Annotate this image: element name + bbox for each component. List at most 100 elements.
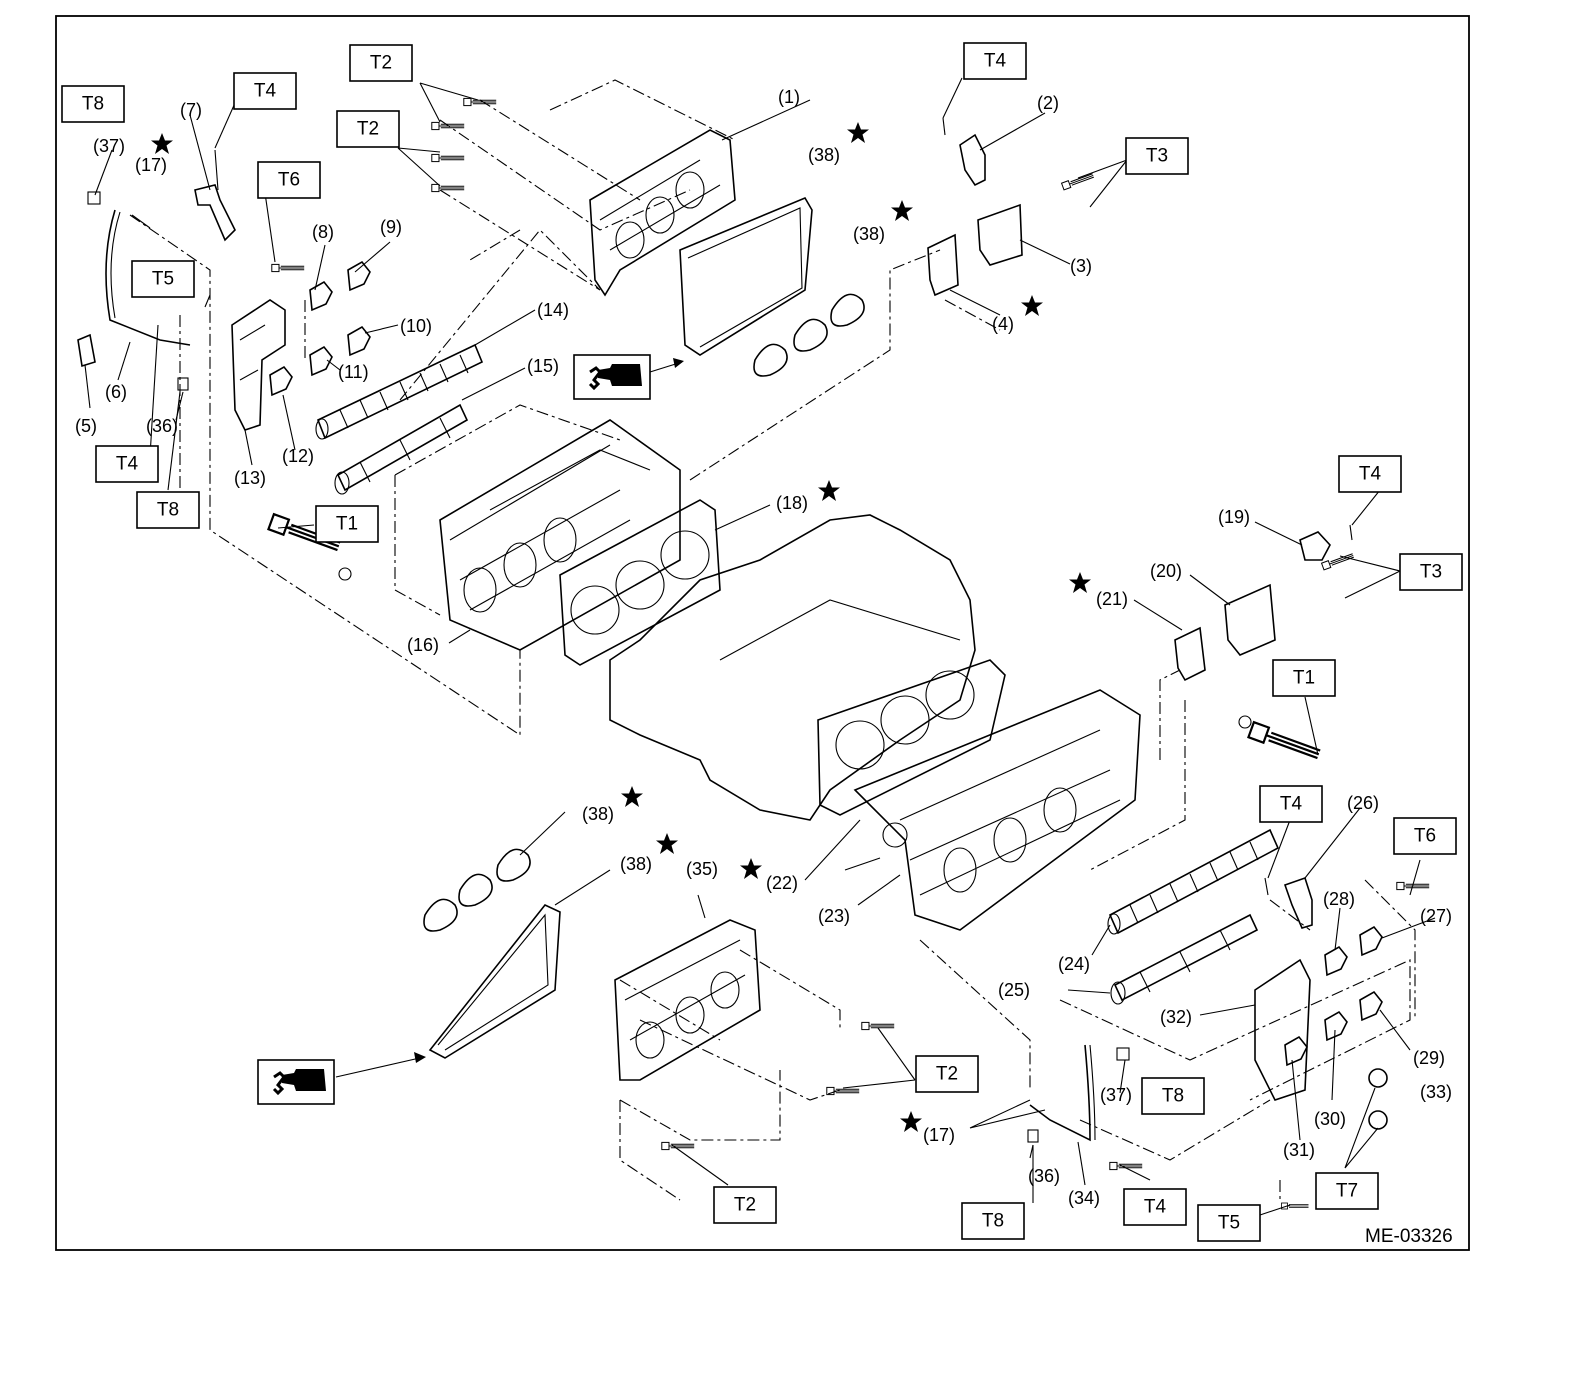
svg-text:T8: T8 xyxy=(982,1211,1004,1232)
svg-text:T3: T3 xyxy=(1146,146,1168,167)
leader-lines xyxy=(84,77,1436,1216)
torque-box-T5: T5 xyxy=(1197,1204,1261,1242)
callout-22: (22) xyxy=(766,873,798,893)
figure-code: ME-03326 xyxy=(1365,1226,1453,1247)
callout-16: (16) xyxy=(407,635,439,655)
svg-text:T6: T6 xyxy=(1414,826,1436,847)
callout-29: (29) xyxy=(1413,1048,1445,1068)
callout-21: (21) xyxy=(1096,589,1128,609)
callout-2: (2) xyxy=(1037,93,1059,113)
torque-box-T1: T1 xyxy=(1272,659,1336,697)
callout-15: (15) xyxy=(527,356,559,376)
oil-flow-control-solenoid-upper xyxy=(927,133,1023,297)
torque-box-T8: T8 xyxy=(961,1202,1025,1240)
camshaft-intake-rh xyxy=(1107,828,1280,935)
torque-box-T7: T7 xyxy=(1315,1172,1379,1210)
torque-box-T3: T3 xyxy=(1399,553,1463,591)
callout-26: (26) xyxy=(1347,793,1379,813)
oil-pipe-rh xyxy=(1029,1044,1096,1142)
torque-box-T2: T2 xyxy=(915,1055,979,1093)
svg-text:T4: T4 xyxy=(1280,794,1303,815)
sealant-arrows xyxy=(335,358,684,1078)
sealant-tube-icon xyxy=(573,354,651,400)
torque-box-T4: T4 xyxy=(95,445,159,483)
callout-23: (23) xyxy=(818,906,850,926)
torque-label-boxes: T1 T1 T2 T2 T2 T2 T3 T3 T4 T4 T4 T4 T4 T… xyxy=(61,42,1463,1242)
callout-30: (30) xyxy=(1314,1109,1346,1129)
cam-cap-lh xyxy=(231,299,286,431)
cylinder-block xyxy=(609,514,976,821)
svg-text:T4: T4 xyxy=(1359,464,1382,485)
svg-text:T5: T5 xyxy=(1218,1213,1240,1234)
cam-caps-lh xyxy=(269,260,371,397)
svg-text:T8: T8 xyxy=(157,500,179,521)
plugs-33 xyxy=(1368,1068,1388,1130)
callout-24: (24) xyxy=(1058,954,1090,974)
diagram-frame xyxy=(55,15,1470,1251)
callout-8: (8) xyxy=(312,222,334,242)
torque-box-T8: T8 xyxy=(136,491,200,529)
svg-text:T6: T6 xyxy=(278,170,300,191)
sealant-tube-icon xyxy=(257,1059,335,1105)
svg-text:T5: T5 xyxy=(152,269,174,290)
torque-box-T4: T4 xyxy=(1123,1188,1187,1226)
svg-text:T4: T4 xyxy=(254,81,277,102)
callout-13: (13) xyxy=(234,468,266,488)
callout-27: (27) xyxy=(1420,906,1452,926)
rocker-cover-gasket-lh xyxy=(428,904,561,1059)
oil-pipe-lh xyxy=(77,209,191,368)
oil-flow-control-solenoid-rh-lower xyxy=(1283,876,1313,929)
torque-box-T6: T6 xyxy=(257,161,321,199)
callout-36-b: (36) xyxy=(1028,1166,1060,1186)
svg-text:T1: T1 xyxy=(1293,668,1315,689)
svg-text:T8: T8 xyxy=(1162,1086,1184,1107)
head-gasket-lh xyxy=(559,499,721,666)
rocker-cover-gasket-rh xyxy=(679,196,813,356)
part-callouts: (1) (2) (3) (4) (5) (6) (7) (8) (9) (10)… xyxy=(75,87,1452,1208)
callout-38: (38) xyxy=(808,145,840,165)
torque-box-T4: T4 xyxy=(1259,785,1323,823)
callout-34: (34) xyxy=(1068,1188,1100,1208)
callout-31: (31) xyxy=(1283,1140,1315,1160)
svg-text:T2: T2 xyxy=(370,53,392,74)
torque-box-T8: T8 xyxy=(1141,1077,1205,1115)
callout-17: (17) xyxy=(135,155,167,175)
callout-5: (5) xyxy=(75,416,97,436)
assembly-lines xyxy=(129,79,1416,1201)
bolts xyxy=(87,97,1430,1210)
callout-38-c: (38) xyxy=(582,804,614,824)
callout-4: (4) xyxy=(992,314,1014,334)
callout-28: (28) xyxy=(1323,889,1355,909)
callout-35: (35) xyxy=(686,859,718,879)
callout-36: (36) xyxy=(146,416,178,436)
svg-text:T8: T8 xyxy=(82,94,104,115)
callout-11: (11) xyxy=(338,362,369,382)
camshaft-exhaust-lh xyxy=(334,403,469,495)
callout-6: (6) xyxy=(105,382,127,402)
torque-box-T2: T2 xyxy=(336,110,400,148)
svg-text:T4: T4 xyxy=(1144,1197,1167,1218)
camshaft-intake-lh xyxy=(315,343,484,440)
svg-text:T2: T2 xyxy=(357,119,379,140)
rocker-cover-lh xyxy=(614,919,761,1081)
cam-caps-rh xyxy=(1254,925,1383,1101)
svg-text:T2: T2 xyxy=(936,1064,958,1085)
callout-9: (9) xyxy=(380,217,402,237)
camshaft-exhaust-rh xyxy=(1110,913,1259,1005)
rocker-cover-rh xyxy=(589,129,736,297)
torque-box-T4: T4 xyxy=(1338,455,1402,493)
callout-19: (19) xyxy=(1218,507,1250,527)
callout-7: (7) xyxy=(180,100,202,120)
callout-18: (18) xyxy=(776,493,808,513)
torque-box-T4: T4 xyxy=(233,72,297,110)
callout-12: (12) xyxy=(282,446,314,466)
callout-3: (3) xyxy=(1070,256,1092,276)
callout-20: (20) xyxy=(1150,561,1182,581)
callout-1: (1) xyxy=(778,87,800,107)
torque-box-T4: T4 xyxy=(963,42,1027,80)
oil-flow-control-solenoid-rh xyxy=(1174,531,1331,682)
callout-33: (33) xyxy=(1420,1082,1452,1102)
torque-box-T3: T3 xyxy=(1125,137,1189,175)
torque-box-T1: T1 xyxy=(315,505,379,543)
callout-25: (25) xyxy=(998,980,1030,1000)
